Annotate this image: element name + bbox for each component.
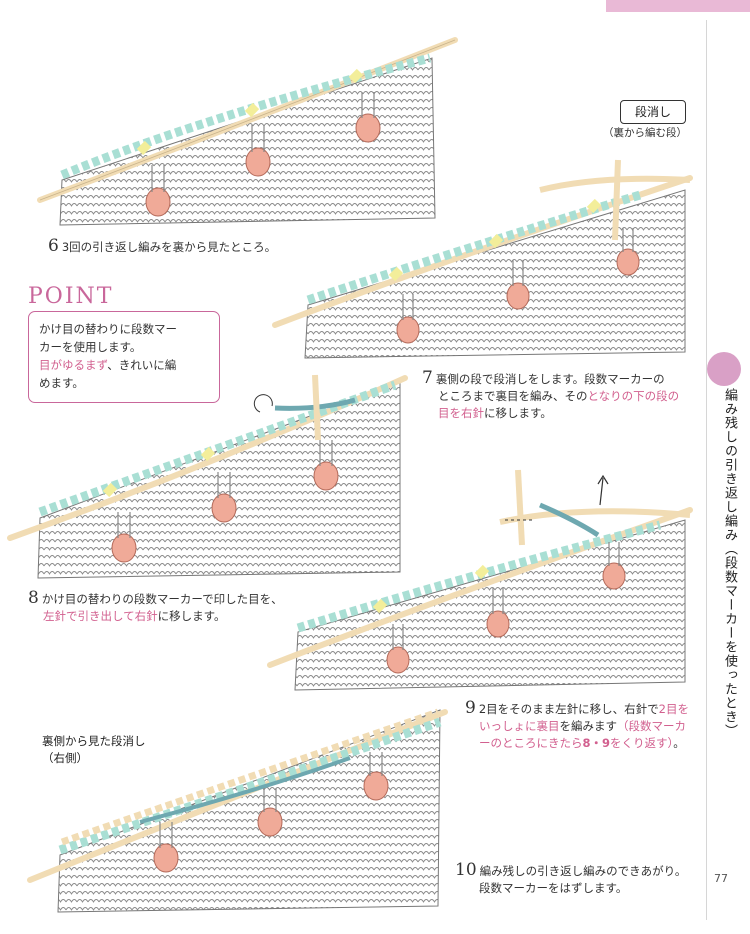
side-tab-dot: [707, 352, 741, 386]
step-7-line-2: ところまで裏目を編み、そのとなりの下の段の: [422, 388, 679, 405]
step-10-text-1: 編み残しの引き返し編みのできあがり。: [479, 864, 687, 878]
step-7-text-1: 裏側の段で段消しをします。段数マーカーの: [435, 372, 665, 386]
side-section-title: 編み残しの引き返し編み（段数マーカーを使ったとき）: [722, 388, 737, 738]
step-6-text: 3回の引き返し編みを裏から見たところ。: [61, 240, 277, 254]
step-9-text-3b: 8・9: [582, 736, 611, 750]
dankeshi-sublabel: （裏から編む段）: [603, 127, 687, 139]
dankeshi-label: 段消し: [620, 100, 686, 124]
step-9-text-1a: 2目をそのまま左針に移し、右針で: [478, 702, 659, 716]
step-9-text-3d: 。: [673, 736, 685, 750]
figure-6: [37, 37, 458, 226]
top-color-band: [606, 0, 750, 12]
step-9-text-1b: 2目を: [658, 702, 689, 716]
step-9-text-2a: いっしょに裏目: [479, 719, 560, 733]
point-line-3-highlight: 目がゆるまず: [39, 358, 108, 372]
step-7-text-2a: ところまで裏目を編み、その: [438, 389, 588, 403]
step-7-text-2b: となりの下の段の: [587, 389, 680, 403]
point-line-2: カーを使用します。: [39, 340, 142, 354]
point-line-3-rest: 、きれいに編: [107, 358, 177, 372]
step-9-number: 9: [465, 698, 476, 718]
step-10-line-2: 段数マーカーをはずします。: [479, 881, 628, 895]
point-title: POINT: [28, 284, 114, 309]
step-9-line-3: ーのところにきたら8・9をくり返す）。: [465, 735, 689, 752]
point-line-3: 目がゆるまず、きれいに編: [39, 356, 209, 374]
step-7-line-3: 目を右針に移します。: [422, 405, 679, 422]
figure-9: [267, 469, 693, 691]
step-10-number: 10: [455, 860, 477, 880]
back-view-label-line-1: 裏側から見た段消し: [42, 734, 146, 748]
step-9-line-2: いっしょに裏目を編みます（段数マーカ: [465, 718, 689, 735]
step-9-text-2c: （段数マーカ: [617, 719, 686, 733]
figure-8: [7, 374, 408, 579]
step-9-text-3c: をくり返す）: [610, 736, 674, 750]
step-7-text-3a: 目を右針: [438, 406, 484, 420]
back-view-label-line-2: （右側）: [42, 751, 88, 765]
figure-7: [272, 159, 693, 359]
figure-10: [27, 708, 448, 913]
step-7-number: 7: [422, 368, 433, 388]
step-8-text-2a: 左針で引き出して右針: [43, 609, 158, 623]
point-box: かけ目の替わりに段数マー カーを使用します。 目がゆるまず、きれいに編 めます。: [28, 311, 220, 403]
point-line-1: かけ目の替わりに段数マー: [39, 322, 177, 336]
step-6-number: 6: [48, 236, 59, 256]
step-9-text-3a: ーのところにきたら: [479, 736, 583, 750]
page-number: 77: [714, 872, 728, 885]
side-rule: [706, 20, 707, 920]
step-9-text-2b: を編みます: [559, 719, 618, 733]
step-8-text-1: かけ目の替わりの段数マーカーで印した目を、: [41, 592, 283, 606]
step-8-number: 8: [28, 588, 39, 608]
step-7-text-3b: に移します。: [484, 406, 552, 420]
step-8-line-2: 左針で引き出して右針に移します。: [28, 608, 283, 625]
back-view-label: 裏側から見た段消し （右側）: [42, 733, 146, 767]
point-line-4: めます。: [39, 376, 84, 390]
step-8-text-2b: に移します。: [157, 609, 226, 623]
